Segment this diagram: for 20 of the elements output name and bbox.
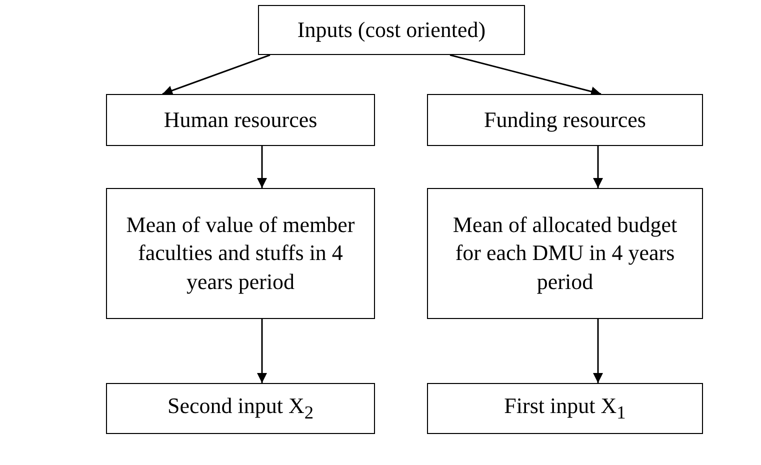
- arrow: [593, 319, 603, 383]
- arrow: [593, 146, 603, 188]
- category-box: [427, 94, 703, 146]
- box-label: Inputs (cost oriented): [297, 16, 486, 44]
- result-box: [427, 383, 703, 434]
- description-box: [427, 188, 703, 319]
- input-box: [258, 5, 525, 55]
- box-label: Mean of allocated budget for each DMU in 4 years period: [452, 210, 678, 296]
- arrow: [257, 146, 267, 188]
- box-label: Second input X$_{2}$: [167, 392, 314, 424]
- category-box: [106, 94, 375, 146]
- box-label: Mean of value of member faculties and stuffs in 4 years period: [125, 210, 356, 296]
- arrow: [162, 54, 270, 96]
- result-box: [106, 383, 375, 434]
- box-label: First input X$_{1}$: [504, 392, 626, 424]
- arrow: [257, 319, 267, 383]
- description-box: [106, 188, 375, 319]
- box-label: Funding resources: [484, 106, 646, 134]
- box-label: Human resources: [164, 106, 318, 134]
- arrow: [450, 54, 602, 96]
